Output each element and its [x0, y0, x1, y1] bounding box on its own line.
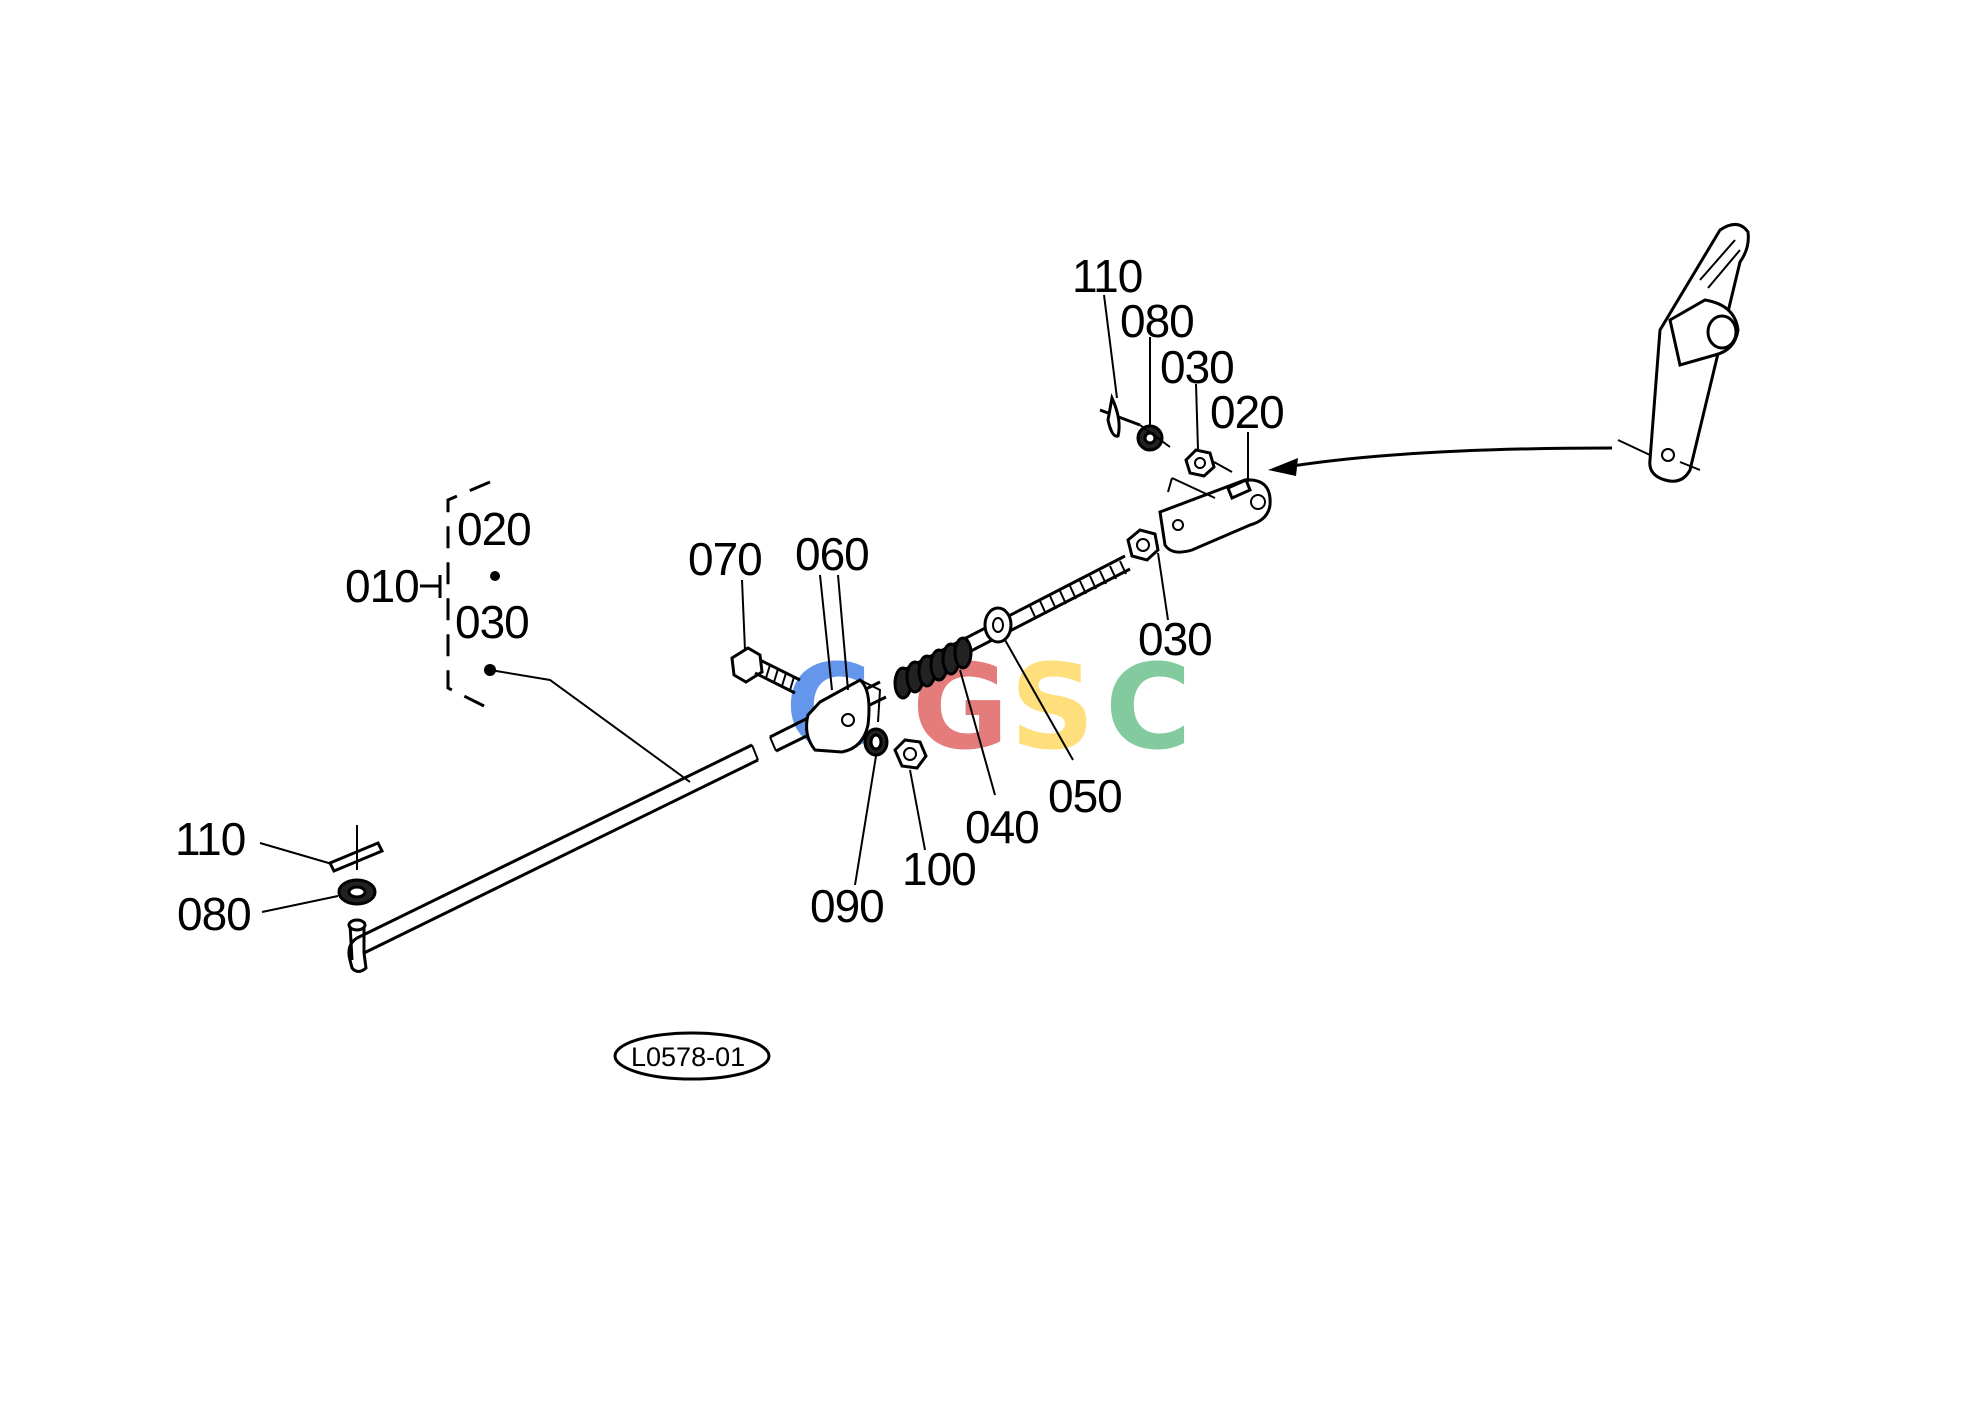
- bolt-070: [730, 646, 801, 695]
- kit-bracket: [420, 480, 691, 783]
- assembly-arrow: [1268, 446, 1613, 476]
- washer-080-bottom: [337, 878, 377, 906]
- callout-010: 010: [345, 560, 419, 612]
- washer-090: [863, 727, 889, 757]
- pedal-arm: [1617, 223, 1750, 483]
- callout-030-top: 030: [1160, 341, 1234, 393]
- cotter-pin-110-bottom: [327, 825, 385, 873]
- nut-100: [893, 738, 928, 770]
- callout-060: 060: [795, 528, 869, 580]
- callouts: 110 080 030 020 030 010 020 030 070 060 …: [175, 250, 1285, 940]
- yoke-020: [1158, 477, 1272, 554]
- watermark-letter-s: S: [1010, 638, 1095, 776]
- leader-lines: [259, 294, 1249, 913]
- callout-070: 070: [688, 533, 762, 585]
- nut-030-top: [1184, 448, 1233, 478]
- callout-090: 090: [810, 880, 884, 932]
- callout-030-nut: 030: [1138, 613, 1212, 665]
- callout-110-bottom: 110: [175, 813, 245, 865]
- callout-020-kit: 020: [457, 503, 531, 555]
- clevis-060: [805, 678, 882, 754]
- watermark-letter-c2: C: [1105, 638, 1192, 776]
- callout-050: 050: [1048, 770, 1122, 822]
- reference-code: L0578-01: [631, 1042, 745, 1072]
- callout-030-kit: 030: [455, 596, 529, 648]
- washer-080-top: [1136, 424, 1171, 452]
- spring-040: [893, 636, 973, 700]
- nut-030-rod: [1126, 528, 1160, 562]
- callout-110-top: 110: [1072, 250, 1142, 302]
- reference-code-badge: L0578-01: [613, 1031, 771, 1081]
- callout-080-bottom: 080: [177, 888, 251, 940]
- callout-040: 040: [965, 801, 1039, 853]
- cotter-pin-110-top: [1099, 393, 1141, 438]
- washer-050: [983, 606, 1013, 644]
- callout-020-top: 020: [1210, 386, 1284, 438]
- callout-100: 100: [902, 843, 976, 895]
- callout-080-top: 080: [1120, 295, 1194, 347]
